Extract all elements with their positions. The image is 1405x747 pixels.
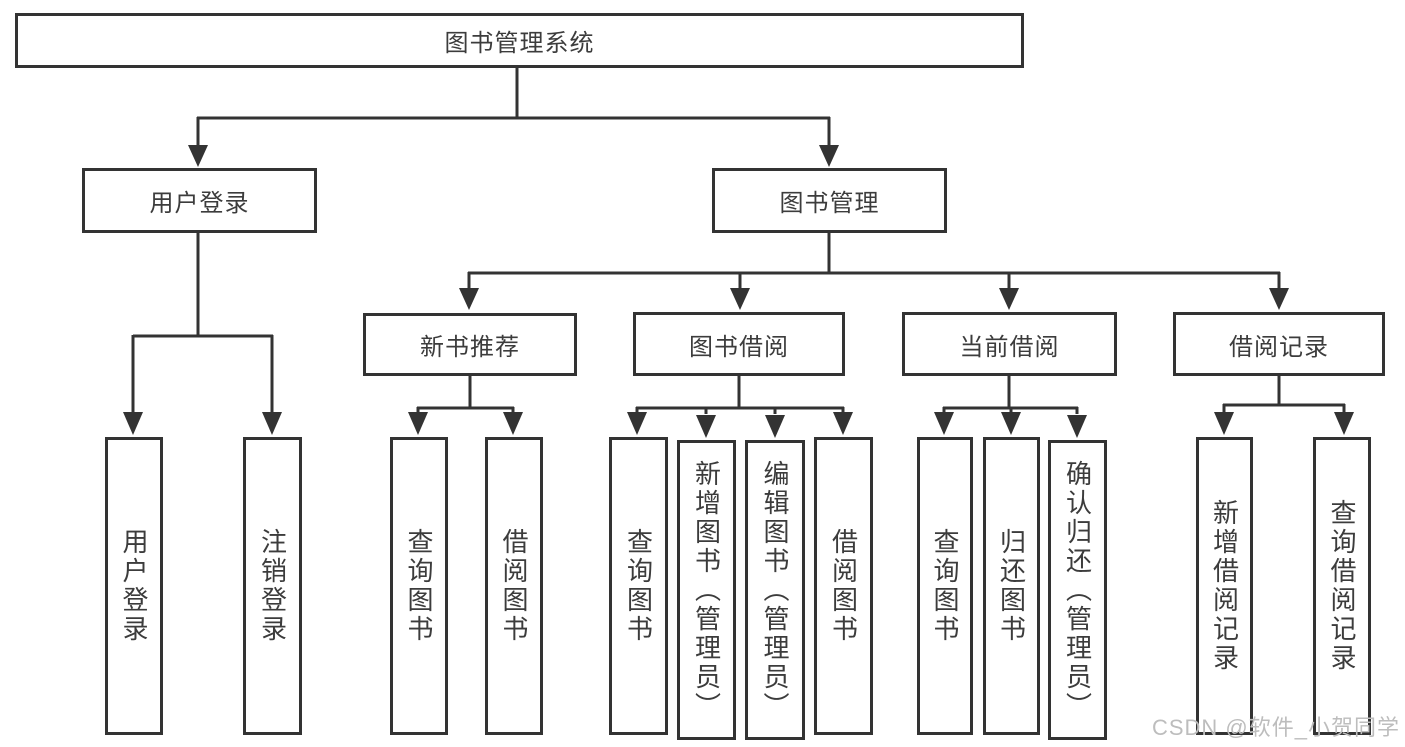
node-leaf-edit-books-admin: 编辑图书（管理员）	[745, 440, 805, 740]
connector-user-login-children	[123, 233, 282, 435]
node-leaf-logout: 注销登录	[243, 437, 302, 735]
node-leaf-confirm-return-admin: 确认归还（管理员）	[1048, 440, 1107, 740]
node-leaf-add-books-admin: 新增图书（管理员）	[677, 440, 736, 740]
node-new-book-recommend: 新书推荐	[363, 313, 577, 376]
connector-borrow-records-children	[1214, 376, 1354, 435]
node-current-borrow: 当前借阅	[902, 312, 1117, 376]
node-leaf-query-books-borrow: 查询图书	[609, 437, 668, 735]
node-leaf-borrow-books-recommend: 借阅图书	[485, 437, 543, 735]
connector-root-to-level2	[188, 68, 839, 167]
connector-book-mgmt-children	[459, 233, 1289, 310]
node-borrow-records: 借阅记录	[1173, 312, 1385, 376]
node-root: 图书管理系统	[15, 13, 1024, 68]
connector-current-borrow-children	[934, 376, 1087, 438]
node-leaf-query-books-current: 查询图书	[917, 437, 973, 735]
node-leaf-borrow-books: 借阅图书	[814, 437, 873, 735]
connector-book-borrow-children	[627, 376, 853, 438]
node-user-login-group: 用户登录	[82, 168, 317, 233]
node-leaf-add-borrow-record: 新增借阅记录	[1196, 437, 1253, 735]
node-leaf-query-borrow-record: 查询借阅记录	[1313, 437, 1371, 735]
csdn-watermark: CSDN @软件_小贺同学	[1151, 715, 1400, 740]
node-leaf-return-books: 归还图书	[983, 437, 1040, 735]
node-book-borrow: 图书借阅	[633, 312, 845, 376]
node-leaf-user-login: 用户登录	[105, 437, 163, 735]
node-book-mgmt-group: 图书管理	[712, 168, 947, 233]
connector-new-book-children	[408, 376, 523, 435]
node-leaf-query-books-recommend: 查询图书	[390, 437, 448, 735]
